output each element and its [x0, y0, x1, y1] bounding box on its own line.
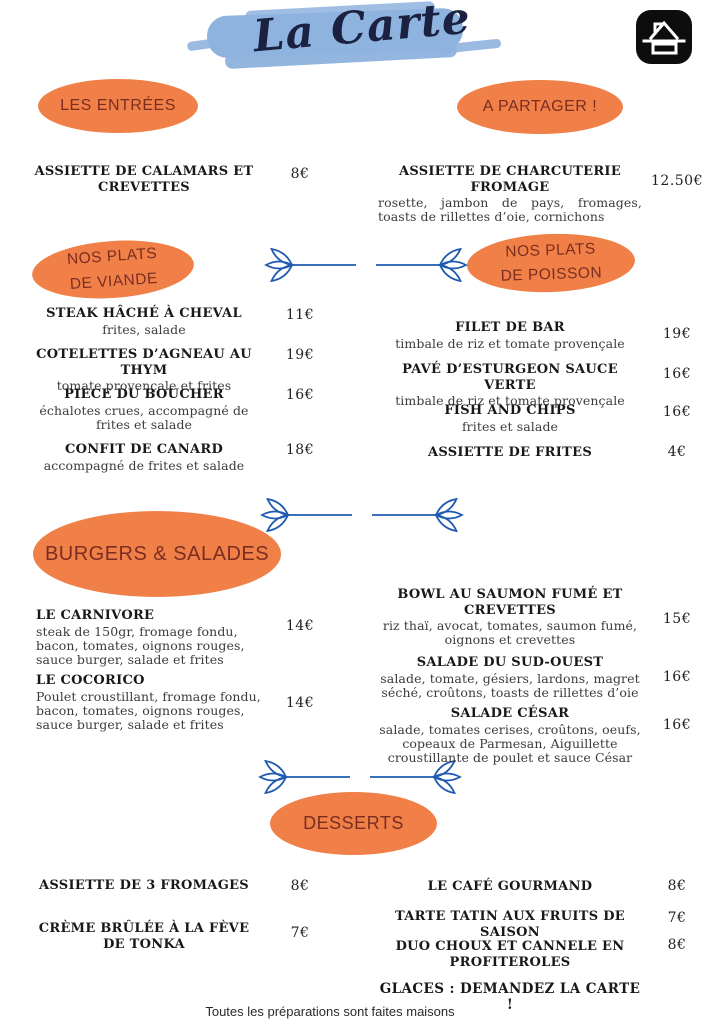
menu-item: FISH AND CHIPS frites et salade	[378, 403, 642, 434]
section-badge-poisson: NOS PLATS DE POISSON	[466, 231, 636, 295]
menu-item-price: 16€	[662, 669, 692, 685]
menu-item-title: DUO CHOUX ET CANNELE EN PROFITEROLES	[395, 939, 625, 970]
menu-item-title: LE COCORICO	[36, 673, 145, 688]
footer-note: Toutes les préparations sont faites mais…	[205, 1004, 455, 1019]
menu-item-desc: frites, salade	[102, 321, 186, 337]
section-label: A PARTAGER !	[482, 97, 598, 115]
menu-item-title: LE CARNIVORE	[36, 608, 155, 623]
menu-item: LE CAFÉ GOURMAND	[378, 879, 642, 895]
menu-item-title: LE CAFÉ GOURMAND	[427, 879, 593, 894]
menu-item-title: ASSIETTE DE 3 FROMAGES	[39, 878, 249, 893]
menu-item-price: 16€	[662, 717, 692, 733]
menu-item-price: 8€	[667, 937, 687, 953]
menu-item: FILET DE BAR timbale de riz et tomate pr…	[378, 320, 642, 351]
leaf-divider	[260, 498, 464, 532]
brush-stroke	[187, 1, 501, 69]
menu-item-title: ASSIETTE DE CALAMARS ET CREVETTES	[34, 164, 254, 195]
section-label: LES ENTRÉES	[60, 96, 176, 114]
menu-item: ASSIETTE DE CHARCUTERIE FROMAGE rosette,…	[378, 164, 642, 224]
menu-item: COTELETTES D’AGNEAU AU THYM tomate prove…	[28, 347, 260, 393]
section-badge-partager: A PARTAGER !	[457, 80, 623, 134]
menu-item-title: TARTE TATIN AUX FRUITS DE SAISON	[395, 909, 625, 940]
menu-item-price: 7€	[667, 910, 687, 926]
menu-item-price: 16€	[662, 366, 692, 382]
menu-item-price: 14€	[285, 695, 315, 711]
menu-item-price: 8€	[290, 166, 310, 182]
menu-item-title: PIECE DU BOUCHER	[64, 387, 224, 402]
menu-item-title: COTELETTES D’AGNEAU AU THYM	[36, 347, 252, 378]
section-label-line2: DE VIANDE	[69, 269, 159, 293]
menu-item: PIECE DU BOUCHER échalotes crues, accomp…	[28, 387, 260, 432]
section-badge-entrees: LES ENTRÉES	[38, 79, 198, 133]
menu-item-desc: salade, tomates cerises, croûtons, oeufs…	[379, 721, 641, 765]
menu-item-title: SALADE CÉSAR	[450, 706, 570, 721]
section-badge-viande: NOS PLATS DE VIANDE	[30, 235, 196, 304]
menu-item-desc: timbale de riz et tomate provençale	[395, 393, 625, 409]
menu-item-price: 16€	[285, 387, 315, 403]
menu-item-price: 14€	[285, 618, 315, 634]
menu-item-price: 7€	[290, 925, 310, 941]
menu-item: CRÈME BRÛLÉE À LA FÈVE DE TONKA	[28, 921, 260, 952]
menu-item-price: 11€	[285, 307, 315, 323]
menu-item-price: 16€	[662, 404, 692, 420]
section-label-line1: NOS PLATS	[505, 240, 597, 261]
leaf-divider	[258, 760, 462, 794]
menu-item-title: BOWL AU SAUMON FUMÉ ET CREVETTES	[397, 587, 623, 618]
menu-item-desc: frites et salade	[461, 418, 559, 434]
menu-item: ASSIETTE DE FRITES	[378, 445, 642, 461]
menu-item-desc: timbale de riz et tomate provençale	[395, 335, 625, 351]
menu-item: DUO CHOUX ET CANNELE EN PROFITEROLES	[378, 939, 642, 970]
menu-item-desc: Poulet croustillant, fromage fondu, baco…	[36, 688, 261, 732]
menu-item: SALADE DU SUD-OUEST salade, tomate, gési…	[378, 655, 642, 700]
menu-item-desc: tomate provençale et frites	[56, 378, 232, 394]
menu-item-price: 12.50€	[651, 173, 703, 189]
menu-item-price: 4€	[667, 444, 687, 460]
section-badge-desserts: DESSERTS	[270, 792, 437, 855]
menu-item-desc: salade, tomate, gésiers, lardons, magret…	[380, 670, 640, 700]
menu-item-price: 8€	[290, 878, 310, 894]
menu-item: ASSIETTE DE 3 FROMAGES	[28, 878, 260, 894]
menu-item: CONFIT DE CANARD accompagné de frites et…	[28, 442, 260, 473]
menu-item-title: STEAK HÂCHÉ À CHEVAL	[46, 306, 242, 321]
menu-item: TARTE TATIN AUX FRUITS DE SAISON	[378, 909, 642, 940]
menu-item-price: 8€	[667, 878, 687, 894]
menu-item-desc: accompagné de frites et salade	[43, 457, 245, 473]
leaf-divider	[264, 248, 468, 282]
section-label-line2: DE POISSON	[500, 264, 603, 285]
menu-item-desc: riz thaï, avocat, tomates, saumon fumé, …	[382, 618, 638, 648]
section-badge-burgers: BURGERS & SALADES	[33, 511, 281, 597]
menu-item-title: FISH AND CHIPS	[444, 403, 576, 418]
menu-item-desc: rosette, jambon de pays, fromages, toast…	[378, 195, 642, 225]
menu-item: STEAK HÂCHÉ À CHEVAL frites, salade	[28, 306, 260, 337]
menu-item: SALADE CÉSAR salade, tomates cerises, cr…	[378, 706, 642, 765]
menu-item: LE CARNIVORE steak de 150gr, fromage fon…	[36, 608, 276, 667]
home-logo-button[interactable]	[636, 10, 692, 64]
menu-item-title: CRÈME BRÛLÉE À LA FÈVE DE TONKA	[38, 921, 250, 952]
menu-item-price: 18€	[285, 442, 315, 458]
menu-item-title: CONFIT DE CANARD	[64, 442, 224, 457]
menu-item-desc: échalotes crues, accompagné de frites et…	[39, 402, 249, 432]
menu-item: BOWL AU SAUMON FUMÉ ET CREVETTES riz tha…	[378, 587, 642, 647]
menu-item-title: PAVÉ D’ESTURGEON SAUCE VERTE	[402, 362, 618, 393]
menu-item-price: 19€	[662, 326, 692, 342]
house-icon	[642, 20, 686, 55]
menu-item-price: 15€	[662, 611, 692, 627]
menu-item-desc: steak de 150gr, fromage fondu, bacon, to…	[36, 623, 245, 667]
menu-item-title: SALADE DU SUD-OUEST	[416, 655, 604, 670]
menu-item-title: ASSIETTE DE FRITES	[427, 445, 593, 460]
menu-item-title: ASSIETTE DE CHARCUTERIE FROMAGE	[398, 164, 622, 195]
menu-item-title: FILET DE BAR	[455, 320, 565, 335]
section-label: BURGERS & SALADES	[44, 542, 270, 565]
section-label: DESSERTS	[303, 812, 404, 833]
menu-item: ASSIETTE DE CALAMARS ET CREVETTES	[28, 164, 260, 195]
glaces-note: GLACES : DEMANDEZ LA CARTE !	[379, 981, 641, 1013]
menu-item: LE COCORICO Poulet croustillant, fromage…	[36, 673, 276, 732]
menu-item-price: 19€	[285, 347, 315, 363]
menu-item: PAVÉ D’ESTURGEON SAUCE VERTE timbale de …	[378, 362, 642, 408]
